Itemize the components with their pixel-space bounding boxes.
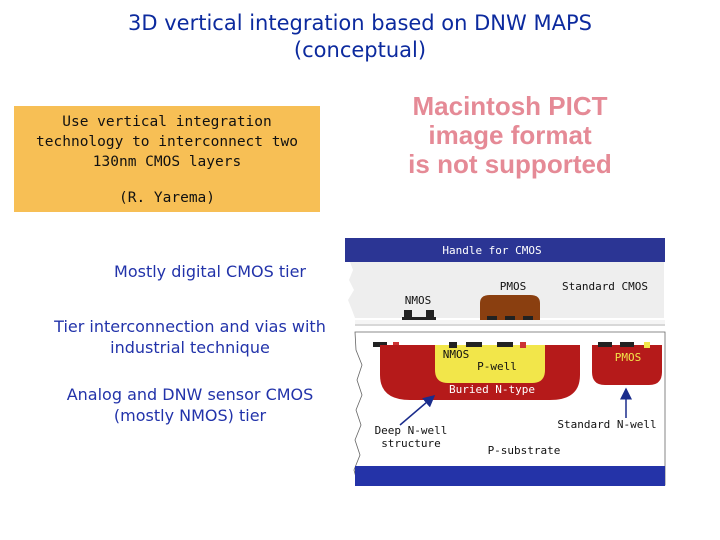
pwell-contact-mid	[466, 342, 482, 347]
lower-contact-2	[393, 342, 399, 347]
pmos-contact-left	[487, 316, 497, 322]
deep-nwell-label-line-2: structure	[381, 437, 441, 450]
analog-line-2: (mostly NMOS) tier	[113, 406, 267, 425]
p-substrate-label: P-substrate	[488, 444, 561, 457]
p-well-region	[435, 345, 545, 383]
callout-line-2: technology to interconnect two	[36, 134, 298, 150]
nwell-contact-2	[620, 342, 634, 347]
nmos-lower-label: NMOS	[443, 348, 470, 361]
standard-nwell-region	[592, 345, 662, 385]
nmos-top-left-contact	[404, 310, 412, 318]
nwell-contact-3	[644, 342, 650, 348]
standard-cmos-label: Standard CMOS	[562, 280, 648, 293]
deep-nwell-arrow	[399, 395, 436, 426]
callout-line-1: Use vertical integration	[62, 114, 272, 130]
placeholder-line-3: is not supported	[408, 149, 612, 179]
analog-tier-label: Analog and DNW sensor CMOS (mostly NMOS)…	[40, 384, 340, 426]
substrate-bar	[355, 466, 665, 486]
nwell-contact-1	[598, 342, 612, 347]
deep-nwell-label-line-1: Deep N-well	[375, 424, 448, 437]
pmos-top-label: PMOS	[500, 280, 527, 293]
lower-contact-1	[373, 342, 387, 347]
nmos-top-label: NMOS	[405, 294, 432, 307]
interconnect-line-2: industrial technique	[110, 338, 270, 357]
pmos-contact-mid	[505, 316, 515, 322]
standard-nwell-label: Standard N-well	[557, 418, 656, 431]
p-well-label: P-well	[477, 360, 517, 373]
pmos-top-device	[480, 295, 540, 320]
pwell-contact-right	[497, 342, 513, 347]
callout-line-3: 130nm CMOS layers	[92, 154, 242, 170]
pwell-contact-edge	[520, 342, 526, 348]
pwell-contact-left	[449, 342, 457, 348]
placeholder-line-2: image format	[428, 120, 592, 150]
unsupported-image-placeholder: Macintosh PICT image format is not suppo…	[378, 92, 642, 179]
pmos-right-label: PMOS	[615, 351, 642, 364]
handle-bar	[345, 238, 665, 262]
bond-interface	[355, 320, 665, 326]
handle-label: Handle for CMOS	[442, 244, 541, 257]
callout-citation: (R. Yarema)	[118, 190, 216, 206]
title-line-1: 3D vertical integration based on DNW MAP…	[128, 11, 592, 35]
analog-line-1: Analog and DNW sensor CMOS	[66, 385, 314, 404]
title-line-2: (conceptual)	[293, 38, 427, 62]
buried-ntype-label: Buried N-type	[449, 383, 535, 396]
callout-box	[14, 106, 320, 212]
upper-tier-background	[348, 262, 664, 318]
placeholder-line-1: Macintosh PICT	[412, 91, 608, 121]
digital-tier-label: Mostly digital CMOS tier	[114, 262, 306, 281]
interconnect-line-1: Tier interconnection and vias with	[54, 317, 326, 336]
nmos-top-right-contact	[426, 310, 434, 318]
pmos-contact-right	[523, 316, 533, 322]
slide-title: 3D vertical integration based on DNW MAP…	[0, 10, 720, 64]
callout-text: Use vertical integration technology to i…	[14, 112, 320, 172]
interconnect-tier-label: Tier interconnection and vias with indus…	[30, 316, 350, 358]
